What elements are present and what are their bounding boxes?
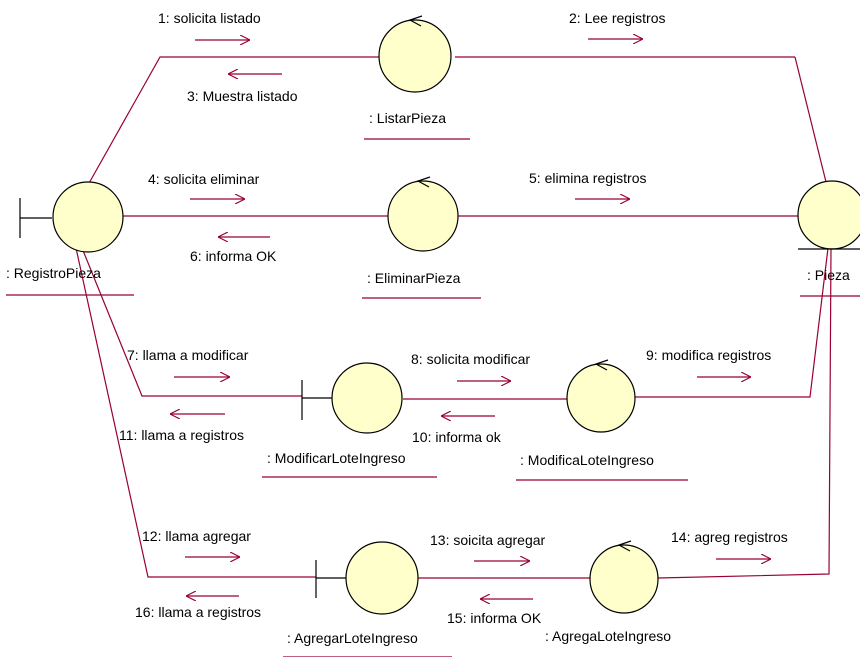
message-arrows <box>170 39 771 599</box>
association-links <box>75 56 832 579</box>
control-arrowhead <box>594 359 609 371</box>
object-registro-pieza[interactable]: : RegistroPieza <box>6 181 134 296</box>
object-modificar-lote-ingreso[interactable]: : ModificarLoteIngreso <box>262 362 437 478</box>
message-label-9: 9: modifica registros <box>646 347 771 363</box>
object-label-agregar-lote-ingreso: : AgregarLoteIngreso <box>287 630 418 646</box>
message-label-16: 16: llama a registros <box>135 604 261 620</box>
object-label-modificar-lote-ingreso: : ModificarLoteIngreso <box>267 450 406 466</box>
object-label-eliminar-pieza: : EliminarPieza <box>367 270 461 286</box>
boundary-circle <box>52 181 124 253</box>
entity-circle <box>797 180 860 250</box>
link-pieza-top <box>794 56 828 187</box>
control-circle <box>566 363 636 433</box>
message-label-5: 5: elimina registros <box>529 170 647 186</box>
message-label-4: 4: solicita eliminar <box>148 171 260 187</box>
message-label-8: 8: solicita modificar <box>411 351 530 367</box>
object-modifica-lote-ingreso[interactable]: : ModificaLoteIngreso <box>516 359 688 481</box>
message-label-2: 2: Lee registros <box>569 10 666 26</box>
link-registro-agregar <box>75 247 316 578</box>
message-label-11: 11: llama a registros <box>119 427 244 443</box>
object-agregar-lote-ingreso[interactable]: : AgregarLoteIngreso <box>283 541 452 657</box>
object-label-agrega-lote-ingreso: : AgregaLoteIngreso <box>545 628 671 644</box>
message-labels: 1: solicita listado 2: Lee registros 3: … <box>119 10 788 626</box>
object-label-registro-pieza: : RegistroPieza <box>6 265 101 281</box>
message-label-6: 6: informa OK <box>190 248 277 264</box>
message-label-7: 7: llama a modificar <box>127 347 249 363</box>
boundary-circle <box>331 362 403 434</box>
object-label-listar-pieza: : ListarPieza <box>369 110 446 126</box>
object-label-modifica-lote-ingreso: : ModificaLoteIngreso <box>520 452 654 468</box>
control-arrowhead <box>408 15 423 27</box>
object-listar-pieza[interactable]: : ListarPieza <box>364 15 470 140</box>
message-label-10: 10: informa ok <box>412 429 502 445</box>
object-label-pieza: : Pieza <box>807 267 850 283</box>
link-registro-modificar <box>81 247 302 397</box>
control-circle <box>378 19 452 93</box>
control-circle <box>589 544 659 614</box>
message-label-15: 15: informa OK <box>447 610 542 626</box>
message-label-12: 12: llama agregar <box>142 528 251 544</box>
message-label-3: 3: Muestra listado <box>187 88 298 104</box>
control-circle <box>387 180 459 252</box>
object-pieza[interactable]: : Pieza <box>797 180 860 297</box>
link-registro-listar <box>87 56 380 186</box>
link-agrega-pieza <box>657 247 832 579</box>
object-eliminar-pieza[interactable]: : EliminarPieza <box>362 176 481 299</box>
control-arrowhead <box>617 540 632 552</box>
message-label-1: 1: solicita listado <box>158 10 261 26</box>
control-arrowhead <box>416 176 431 188</box>
boundary-circle <box>345 541 419 615</box>
message-label-14: 14: agreg registros <box>671 529 788 545</box>
message-label-13: 13: soicita agregar <box>430 532 546 548</box>
object-agrega-lote-ingreso[interactable]: : AgregaLoteIngreso <box>545 540 671 644</box>
link-modifica-pieza <box>635 247 829 398</box>
